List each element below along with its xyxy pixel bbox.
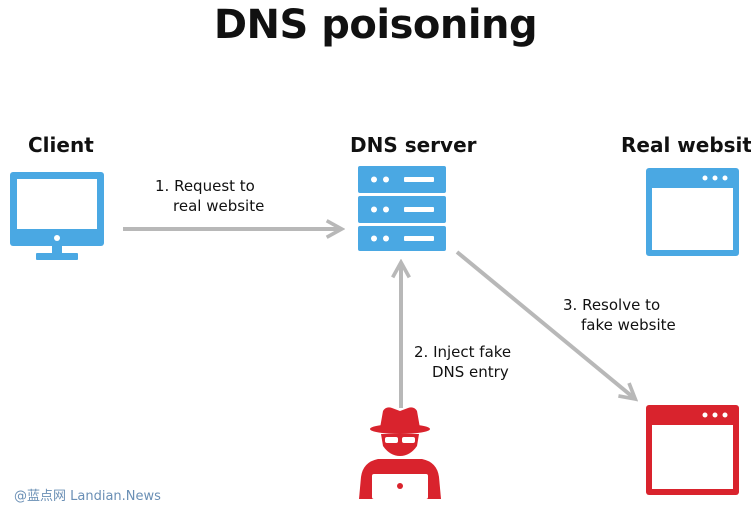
monitor-icon	[10, 172, 104, 260]
dns-server-label: DNS server	[350, 133, 477, 157]
step-3-line-1: 3. Resolve to	[563, 296, 661, 314]
diagram-title: DNS poisoning	[213, 2, 538, 48]
resolve-arrow	[455, 250, 634, 398]
step-1-text: 1. Request to real website	[155, 176, 264, 216]
real-website-window-icon	[646, 168, 739, 256]
step-2-line-1: 2. Inject fake	[414, 343, 512, 361]
fake-website-window-icon	[646, 405, 739, 495]
step-3-line-2: fake website	[581, 316, 676, 334]
watermark-text: @蓝点网 Landian.News	[14, 489, 161, 504]
step-2-text: 2. Inject fake DNS entry	[414, 342, 511, 382]
step-1-line-1: 1. Request to	[155, 177, 255, 195]
attacker-hacker-icon	[359, 407, 441, 499]
real-website-label: Real website	[621, 133, 751, 157]
step-1-line-2: real website	[173, 197, 265, 215]
step-2-line-2: DNS entry	[432, 363, 509, 381]
server-rack-icon	[358, 166, 446, 251]
client-label: Client	[28, 133, 94, 157]
step-3-text: 3. Resolve to fake website	[563, 295, 676, 335]
